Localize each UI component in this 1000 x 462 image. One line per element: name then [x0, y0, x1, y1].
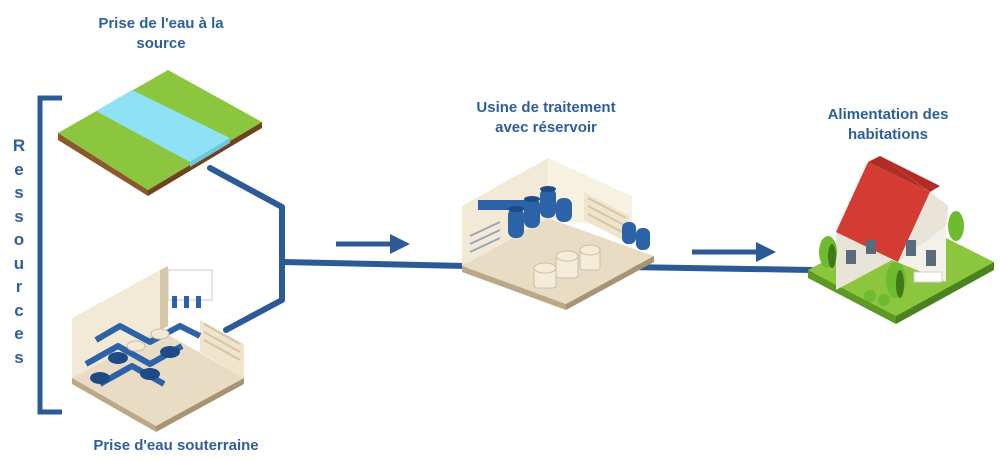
- resources-letter: c: [14, 300, 24, 320]
- resources-letter: R: [12, 136, 26, 155]
- pipe-groundwater: [223, 257, 285, 333]
- flow-arrow-2: [692, 242, 776, 262]
- label-treatment-plant: Usine de traitement avec réservoir: [476, 99, 616, 136]
- label-source-intake: Prise de l'eau à la source: [98, 15, 224, 52]
- resources-letter: s: [14, 206, 24, 226]
- resources-letter: r: [15, 277, 23, 296]
- resources-letter: s: [14, 183, 24, 202]
- house-icon: [808, 156, 994, 324]
- flow-arrow-1: [336, 234, 410, 254]
- resources-letter: o: [13, 230, 25, 249]
- pipe-source: [207, 165, 285, 263]
- label-groundwater-intake: Prise d'eau souterraine: [93, 437, 259, 454]
- label-homes-supply: Alimentation des habitations: [827, 106, 949, 143]
- pumping-station-icon: [72, 266, 244, 432]
- resources-bracket: [37, 95, 62, 415]
- treatment-plant-icon: [462, 158, 654, 310]
- resources-letter: e: [14, 324, 24, 343]
- river-icon: [58, 70, 262, 196]
- resources-vertical-label: R e s s o u r c e s: [6, 134, 32, 369]
- resources-letter: s: [14, 347, 24, 367]
- pipe-to-homes: [627, 264, 815, 273]
- resources-letter: e: [14, 159, 24, 179]
- resources-letter: u: [13, 253, 25, 273]
- pipe-network: [207, 165, 815, 333]
- pipe-to-plant: [279, 259, 469, 269]
